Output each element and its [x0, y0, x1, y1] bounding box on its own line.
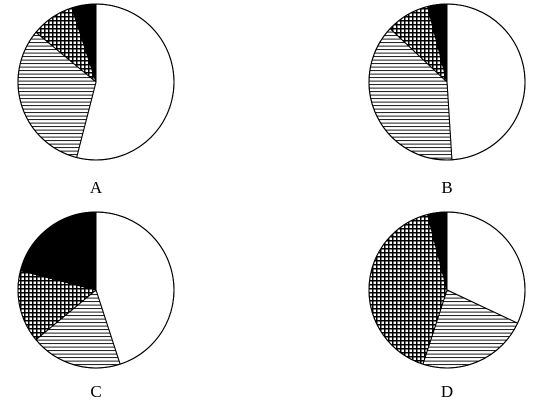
pie-chart-a [17, 3, 175, 161]
pie-label-a: A [90, 178, 103, 197]
pie-chart-d [368, 211, 526, 369]
pie-b-outline [368, 3, 526, 161]
pie-label-b: B [441, 178, 452, 197]
pie-b-slice-white [446, 3, 526, 161]
pie-chart-c [17, 211, 175, 369]
pie-label-c: C [90, 382, 101, 401]
pie-d-outline [368, 211, 526, 369]
pie-c-outline [17, 211, 175, 369]
pie-a-outline [17, 3, 175, 161]
pie-chart-b [368, 3, 526, 161]
pie-label-d: D [441, 382, 453, 401]
